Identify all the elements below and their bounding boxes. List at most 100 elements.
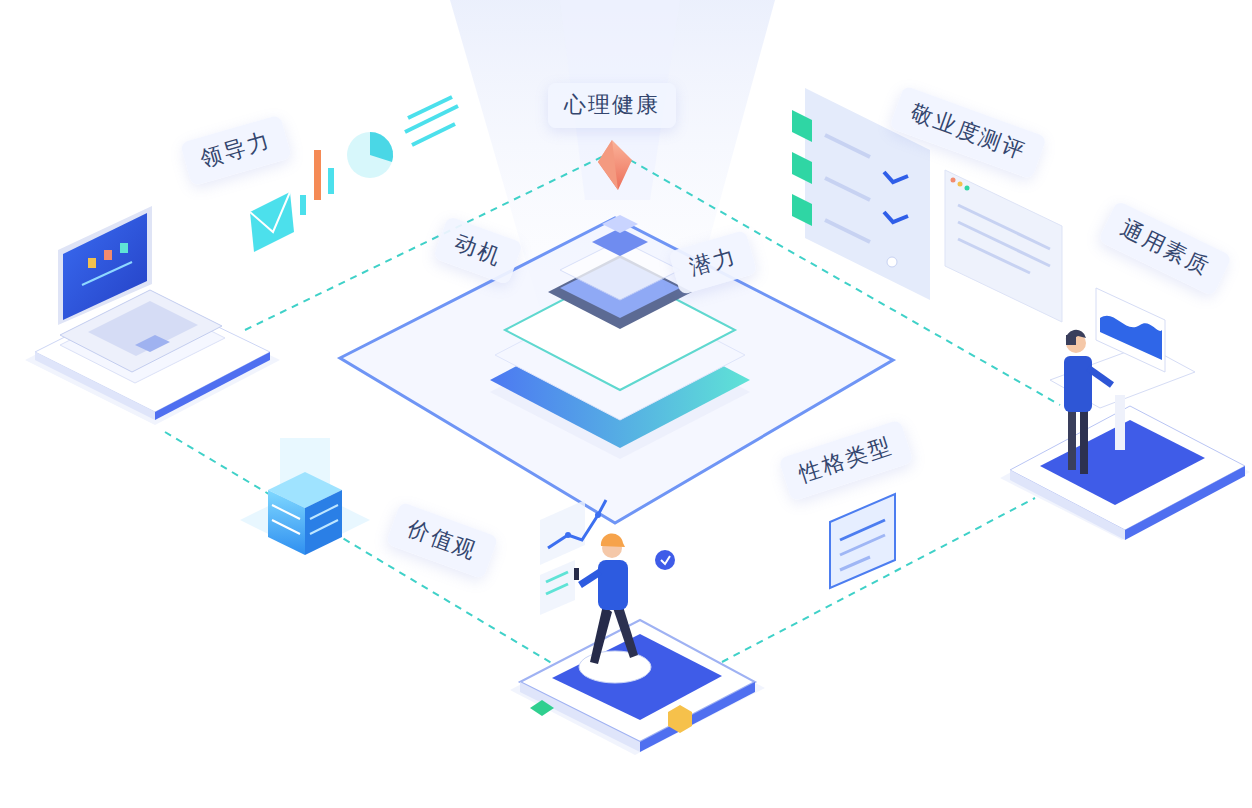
light-beam — [450, 0, 775, 310]
worker-figure — [1064, 330, 1112, 474]
walker-charts-part — [540, 500, 585, 565]
dashed-link-part — [722, 498, 1035, 662]
label-card: 领导力 — [180, 114, 292, 186]
profile-icon-part — [830, 494, 895, 588]
chart-icons-part — [412, 124, 455, 145]
laptop-part — [58, 206, 152, 325]
center-pyramid-part — [598, 140, 618, 190]
checklist-panel — [792, 88, 1062, 322]
chart-icons-part — [370, 132, 393, 162]
checklist-panel-part — [792, 110, 812, 142]
light-beam-part — [450, 0, 775, 310]
card-label: 动机 — [451, 229, 505, 270]
checklist-panel-part — [951, 178, 956, 183]
walker-platform-part — [552, 634, 722, 720]
walker-figure-part — [580, 572, 600, 585]
worker-figure-part — [1066, 335, 1076, 345]
checklist-panel-part — [825, 220, 870, 242]
card-label: 领导力 — [198, 127, 274, 172]
checklist-panel-part — [958, 182, 963, 187]
walker-charts-part — [661, 556, 670, 564]
card-label: 通用素质 — [1116, 215, 1214, 281]
server-icon — [240, 438, 370, 555]
worker-figure-part — [1064, 356, 1092, 412]
laptop-part — [120, 243, 128, 253]
walker-charts-part — [655, 550, 675, 570]
checklist-panel-part — [792, 194, 812, 226]
card-label: 价值观 — [404, 515, 481, 564]
walker-charts-part — [540, 560, 575, 615]
laptop-part — [104, 250, 112, 260]
walker-figure-part — [574, 568, 579, 580]
laptop-part — [88, 258, 96, 268]
card-label: 敬业度测评 — [907, 99, 1029, 165]
chart-icons-part — [328, 168, 334, 194]
walker-figure-part — [601, 533, 625, 547]
checklist-panel-part — [792, 152, 812, 184]
walker-platform — [510, 620, 765, 755]
server-icon-part — [310, 505, 338, 519]
chart-icons-part — [314, 150, 321, 200]
checklist-panel-part — [884, 172, 908, 182]
center-pyramid-part — [598, 140, 632, 190]
server-icon-part — [305, 490, 342, 555]
walker-platform-part — [520, 620, 755, 742]
label-card: 价值观 — [385, 501, 498, 579]
chart-icons-part — [250, 192, 290, 232]
worker-desk-part — [1100, 316, 1162, 360]
worker-figure-part — [1068, 408, 1076, 470]
center-pyramid-part — [602, 215, 638, 233]
walker-charts-part — [595, 512, 601, 518]
server-icon-part — [310, 520, 338, 534]
laptop — [58, 206, 222, 372]
server-icon-part — [272, 520, 300, 534]
profile-icon-part — [840, 557, 870, 570]
checklist-panel-part — [965, 186, 970, 191]
label-card: 通用素质 — [1098, 200, 1233, 297]
chart-icons-part — [250, 192, 294, 252]
walker-charts-part — [530, 700, 554, 716]
chart-icons-part — [408, 97, 452, 118]
profile-icon-part — [840, 535, 885, 555]
laptop-part — [63, 213, 147, 320]
label-card: 潜力 — [668, 229, 757, 294]
checklist-panel-part — [887, 257, 897, 267]
walker-figure-part — [598, 560, 628, 610]
chart-icons-part — [347, 132, 393, 178]
worker-figure-part — [1080, 408, 1088, 474]
walker-figure-part — [590, 605, 612, 664]
walker-charts-part — [546, 584, 568, 594]
laptop-part — [88, 301, 198, 356]
dashed-link-part — [165, 432, 560, 668]
server-icon-part — [272, 505, 300, 519]
checklist-panel-part — [825, 178, 870, 200]
profile-icon — [830, 494, 895, 588]
checklist-panel-part — [884, 212, 908, 222]
card-label: 心理健康 — [564, 92, 660, 118]
walker-charts — [530, 500, 692, 733]
checklist-panel-part — [825, 135, 870, 157]
label-card: 性格类型 — [778, 419, 914, 501]
label-card: 动机 — [433, 215, 524, 285]
walker-figure — [574, 533, 638, 664]
label-card: 敬业度测评 — [889, 85, 1047, 179]
card-label: 潜力 — [686, 243, 739, 282]
chart-icons-part — [300, 195, 306, 215]
walker-charts-part — [548, 500, 606, 548]
checklist-panel-part — [958, 239, 1030, 273]
walker-figure-part — [612, 603, 638, 658]
server-icon-part — [268, 490, 305, 555]
walker-charts-part — [668, 705, 692, 733]
worker-desk-part — [1115, 395, 1125, 450]
worker-desk-part — [1096, 288, 1165, 372]
label-card: 心理健康 — [548, 83, 676, 128]
checklist-panel-part — [945, 170, 1062, 322]
walker-charts-part — [565, 532, 571, 538]
walker-platform-part — [579, 651, 651, 683]
worker-figure-part — [1088, 368, 1112, 385]
walker-charts-part — [546, 572, 568, 582]
laptop-part — [82, 262, 132, 285]
laptop-part — [135, 335, 170, 352]
worker-platform-part — [1010, 406, 1245, 530]
